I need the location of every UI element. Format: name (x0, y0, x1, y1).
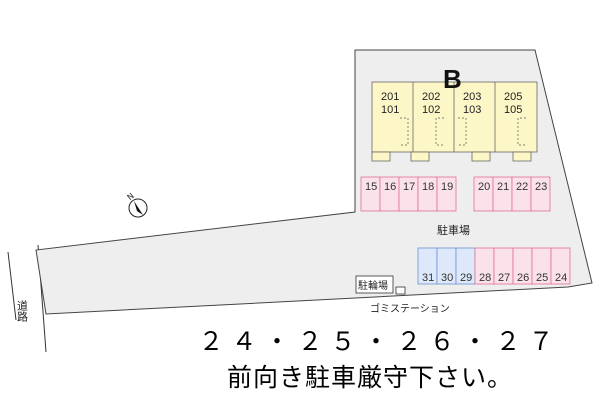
parking-slot-28: 28 (479, 272, 491, 284)
bike-parking-box (355, 275, 394, 294)
garbage-station-label: ゴミステーション (370, 302, 450, 315)
unit-upper-3: 203 (463, 91, 481, 103)
unit-lower-2: 102 (422, 104, 440, 116)
building-b: B 201 101 202 102 203 103 205 105 (371, 64, 538, 162)
parking-slot-19: 19 (441, 181, 453, 193)
unit-lower-4: 105 (504, 104, 522, 116)
parking-slot-15: 15 (365, 181, 377, 193)
parking-slot-20: 20 (478, 181, 490, 193)
unit-lower-3: 103 (463, 104, 481, 116)
notice-text: 前向き駐車厳守下さい。 (226, 363, 513, 392)
building-body (371, 81, 538, 153)
parking-slot-27: 27 (498, 272, 510, 284)
parking-slot-26: 26 (517, 272, 529, 284)
parking-row-c-blue: 31 30 29 (417, 247, 476, 285)
parking-row-a: 15 16 17 18 19 (360, 176, 457, 212)
parking-slot-17: 17 (403, 181, 415, 193)
parking-slot-23: 23 (535, 181, 547, 193)
parking-slot-16: 16 (384, 181, 396, 193)
parking-slot-24: 24 (555, 272, 567, 284)
parking-slot-29: 29 (460, 272, 472, 284)
road-label: 道路 (16, 299, 29, 323)
parking-row-c-pink: 28 27 26 25 24 (474, 247, 571, 285)
parking-slot-30: 30 (441, 272, 453, 284)
unit-upper-4: 205 (504, 91, 522, 103)
road-line-left (7, 251, 17, 321)
parking-slot-31: 31 (422, 272, 434, 284)
parking-row-b: 20 21 22 23 (473, 176, 551, 212)
parking-slot-22: 22 (516, 181, 528, 193)
parking-slot-21: 21 (497, 181, 509, 193)
building-name: B (443, 64, 462, 94)
unit-upper-2: 202 (422, 91, 440, 103)
garbage-station-box (395, 286, 406, 295)
bike-parking-label: 駐輪場 (358, 279, 388, 292)
unit-lower-1: 101 (381, 104, 399, 116)
unit-upper-1: 201 (381, 91, 399, 103)
parking-label: 駐車場 (437, 223, 470, 237)
compass-label: N (125, 191, 135, 202)
parking-slot-25: 25 (536, 272, 548, 284)
notice-slot-numbers: ２４・２５・２６・２７ (198, 327, 562, 356)
compass-icon: N (125, 191, 148, 218)
parking-slot-18: 18 (422, 181, 434, 193)
